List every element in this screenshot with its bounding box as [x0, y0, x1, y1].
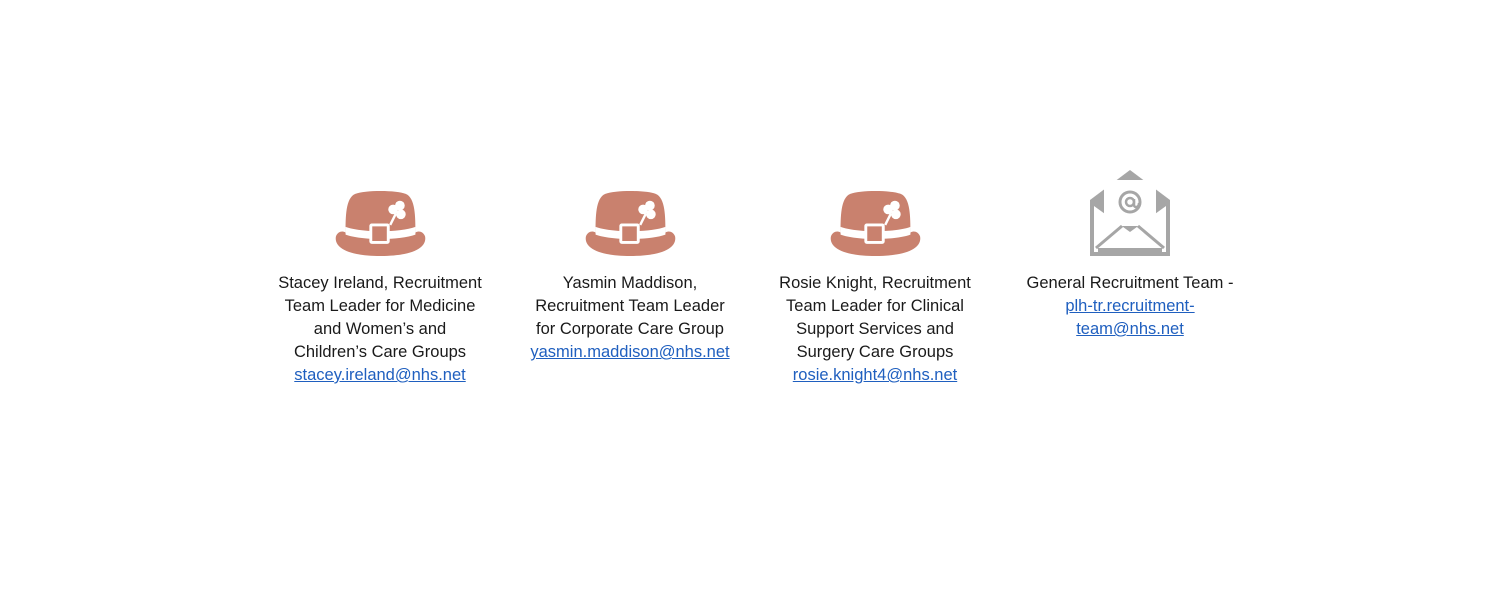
contact-description-line: Team Leader for Clinical [786, 297, 964, 315]
bowler-hat-shamrock-icon [332, 188, 429, 258]
contact-description-line: Recruitment Team Leader [535, 297, 725, 315]
email-link-general-team-line1[interactable]: plh-tr.recruitment- [1065, 297, 1195, 315]
contact-description-line: Stacey Ireland, Recruitment [278, 274, 482, 292]
contact-card-yasmin: Yasmin Maddison, Recruitment Team Leader… [513, 163, 747, 364]
contact-description-line: and Women’s and [313, 320, 447, 338]
contact-description-line: Surgery Care Groups [796, 343, 954, 361]
icon-container [263, 163, 497, 258]
contact-description-line: Children’s Care Groups [293, 343, 467, 361]
contact-description-line: Rosie Knight, Recruitment [779, 274, 971, 292]
icon-container [758, 163, 992, 258]
email-envelope-icon [1090, 170, 1170, 256]
bowler-hat-shamrock-icon [827, 188, 924, 258]
email-link-general-team-line2[interactable]: team@nhs.net [1076, 320, 1184, 338]
icon-container [1013, 163, 1247, 258]
email-link-yasmin[interactable]: yasmin.maddison@nhs.net [530, 343, 730, 361]
bowler-hat-shamrock-icon [582, 188, 679, 258]
contact-description-line: for Corporate Care Group [535, 320, 724, 338]
contact-description-line: General Recruitment Team - [1026, 274, 1234, 292]
email-link-stacey[interactable]: stacey.ireland@nhs.net [294, 366, 466, 384]
contact-card-general-team: General Recruitment Team - plh-tr.recrui… [1013, 163, 1247, 341]
icon-container [513, 163, 747, 258]
contact-description-line: Support Services and [796, 320, 954, 338]
contact-card-rosie: Rosie Knight, Recruitment Team Leader fo… [758, 163, 992, 387]
contact-description-line: Team Leader for Medicine [284, 297, 476, 315]
email-link-rosie[interactable]: rosie.knight4@nhs.net [792, 366, 958, 384]
contact-description-line: Yasmin Maddison, [562, 274, 698, 292]
contact-card-stacey: Stacey Ireland, Recruitment Team Leader … [263, 163, 497, 387]
